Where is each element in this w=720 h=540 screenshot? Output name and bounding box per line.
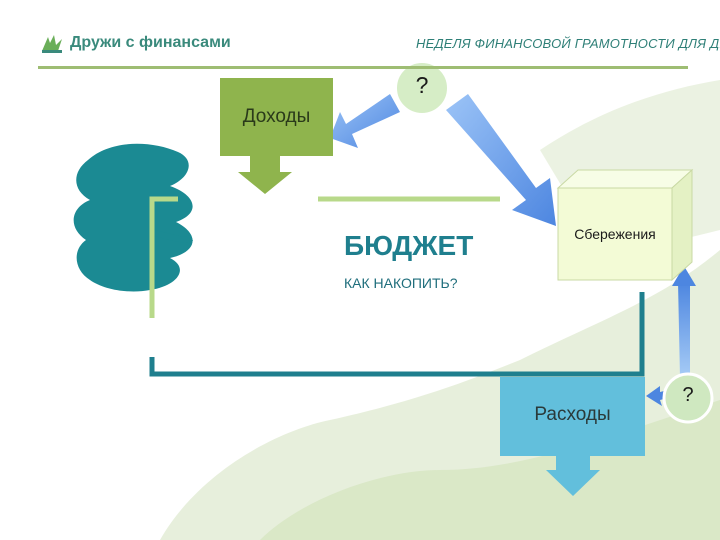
budget-frame-green [149, 196, 178, 318]
budget-subtitle: КАК НАКОПИТЬ? [344, 275, 458, 291]
budget-title: БЮДЖЕТ [344, 230, 474, 261]
arrow-to-income [330, 94, 400, 148]
budget-frame-teal [149, 292, 645, 377]
expenses-label: Расходы [534, 404, 611, 425]
brand-name: Дружи с финансами [70, 34, 231, 51]
savings-label: Сбережения [574, 226, 656, 242]
savings-cube-side [671, 168, 693, 282]
arrow-up-head [672, 266, 696, 286]
question-mark-right: ? [682, 384, 694, 406]
income-label: Доходы [242, 106, 311, 127]
question-mark-top: ? [415, 72, 429, 98]
leaf-logo-icon [42, 35, 62, 53]
header-divider [38, 66, 688, 69]
event-title: НЕДЕЛЯ ФИНАНСОВОЙ ГРАМОТНОСТИ ДЛЯ ДЕТЕЙ … [416, 36, 720, 51]
savings-cube-front [557, 187, 673, 281]
brush-stroke-teal-tail [149, 229, 193, 243]
expenses-box [500, 377, 645, 456]
income-box [220, 78, 333, 156]
income-down-arrow [238, 156, 292, 194]
savings-cube-top [556, 169, 694, 189]
question-circle-right [662, 372, 714, 424]
question-circle-top [393, 59, 451, 117]
brush-stroke-teal [73, 143, 193, 292]
expenses-down-arrow [546, 456, 600, 496]
background-brush-green-dark [260, 400, 720, 540]
arrow-up-shaft [678, 282, 690, 378]
arrow-to-savings [446, 94, 556, 226]
brand-logo: Дружи с финансами [40, 30, 231, 56]
